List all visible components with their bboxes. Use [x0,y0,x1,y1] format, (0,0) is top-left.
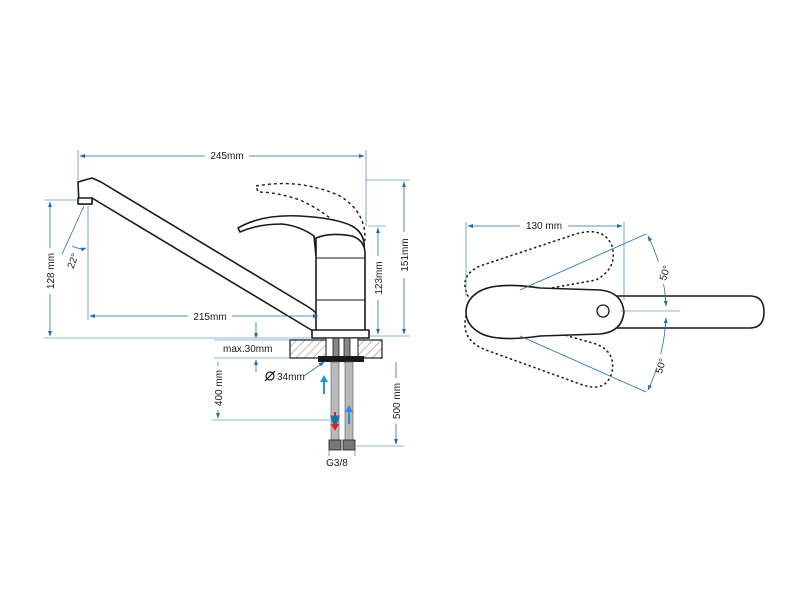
lever-pivot [596,304,610,318]
angle-ray-22 [61,205,85,255]
lever-swing-lower-ghost [464,315,614,388]
lever-top-view [465,284,625,340]
spout-top-view [599,295,765,329]
dim-total-height: 151mm [400,238,411,271]
body-base [311,329,370,339]
lever-swing-upper-ghost [464,230,615,297]
dim-body-height: 123mm [374,261,385,294]
hot-arrow-head [331,424,339,431]
dim-rotation-upper: 50° [658,264,673,282]
dim-hole-diameter: 34mm [277,372,305,383]
hose-hot-fitting [328,439,342,451]
dim-top-view-width: 130 mm [526,221,562,232]
hose-cold-fitting [342,439,356,451]
side-view: 245mm 215mm 128 mm 22° 123mm 151mm max.3… [44,149,411,469]
angle-ray-lower [519,335,647,393]
cold-arrow-head-2 [320,375,328,382]
dim-spout-reach: 215mm [193,312,226,323]
angle-arc-22 [71,245,87,252]
dim-spout-height: 128 mm [46,253,57,289]
thread-size: G3/8 [326,458,348,469]
spout-outlet [77,197,93,205]
dim-deck-thickness: max.30mm [223,344,272,355]
dim-hose-500: 500 mm [392,383,403,419]
angle-ray-upper [519,233,647,291]
dim-line-hole [303,361,325,377]
dim-rotation-lower: 50° [654,357,669,375]
diameter-symbol-icon [264,370,276,382]
top-view: 50° 50° 130 mm [464,219,765,393]
cold-arrow-head-1 [345,405,353,412]
spout [77,177,322,332]
dim-hose-400: 400 mm [214,370,225,406]
hose-cold [344,361,354,443]
faucet-body [315,233,366,335]
fixing-nut [318,356,364,362]
dim-spout-angle: 22° [66,252,82,270]
dim-overall-length: 245mm [210,151,243,162]
